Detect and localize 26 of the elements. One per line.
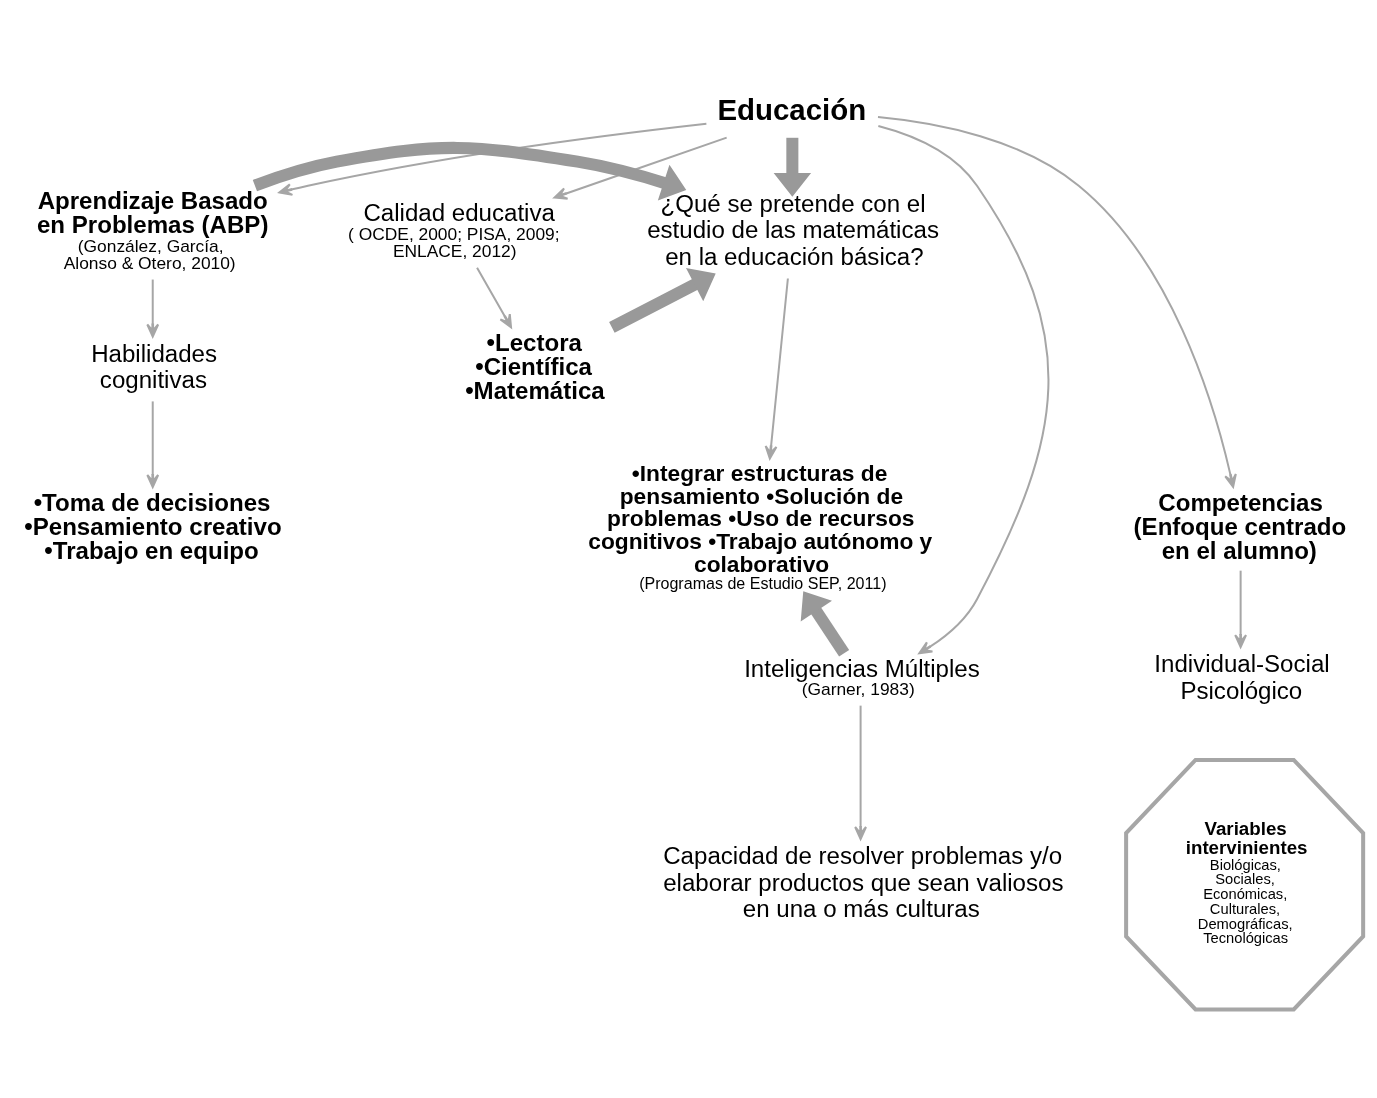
- arrow: [146, 400, 160, 488]
- arrow: [553, 136, 727, 200]
- arrow: [252, 141, 687, 200]
- arrow: [146, 279, 160, 338]
- node-text: Capacidad de resolver problemas y/o elaborar productos que sean valiosos en una o más culturas: [663, 841, 1064, 922]
- arrow: [800, 590, 850, 657]
- node-text: Educación: [717, 92, 867, 126]
- arrow: [278, 122, 707, 196]
- node-text: •Lectora •Científica •Matemática: [465, 328, 605, 404]
- node-text: Habilidades cognitivas: [91, 339, 217, 393]
- arrow: [764, 277, 789, 459]
- node-text: Aprendizaje Basado en Problemas (ABP) (González, García, Alonso & Otero, 2010): [36, 186, 269, 273]
- node-text: Competencias (Enfoque centrado en el alumno): [1133, 488, 1347, 564]
- arrow: [609, 267, 716, 333]
- arrow: [1234, 570, 1248, 648]
- arrow: [476, 266, 513, 328]
- arrow: [854, 705, 868, 840]
- node-text: Inteligencias Múltiples (Garner, 1983): [744, 654, 980, 699]
- node-text: •Integrar estructuras de pensamiento •Solución de problemas •Uso de recursos cognitivos •Trabajo autónomo y colaborativo (Programas de Estudio SEP, 2011): [588, 459, 933, 592]
- node-text: ¿Qué se pretende con el estudio de las matemáticas en la educación básica?: [647, 189, 939, 270]
- node-text: Individual-Social Psicológico: [1154, 649, 1330, 704]
- node-text: •Toma de decisiones •Pensamiento creativo •Trabajo en equipo: [24, 488, 282, 564]
- arrow: [773, 137, 812, 197]
- arrow: [877, 115, 1237, 488]
- node-text: Calidad educativa ( OCDE, 2000; PISA, 2009; ENLACE, 2012): [348, 198, 560, 261]
- arrow: [878, 124, 1050, 654]
